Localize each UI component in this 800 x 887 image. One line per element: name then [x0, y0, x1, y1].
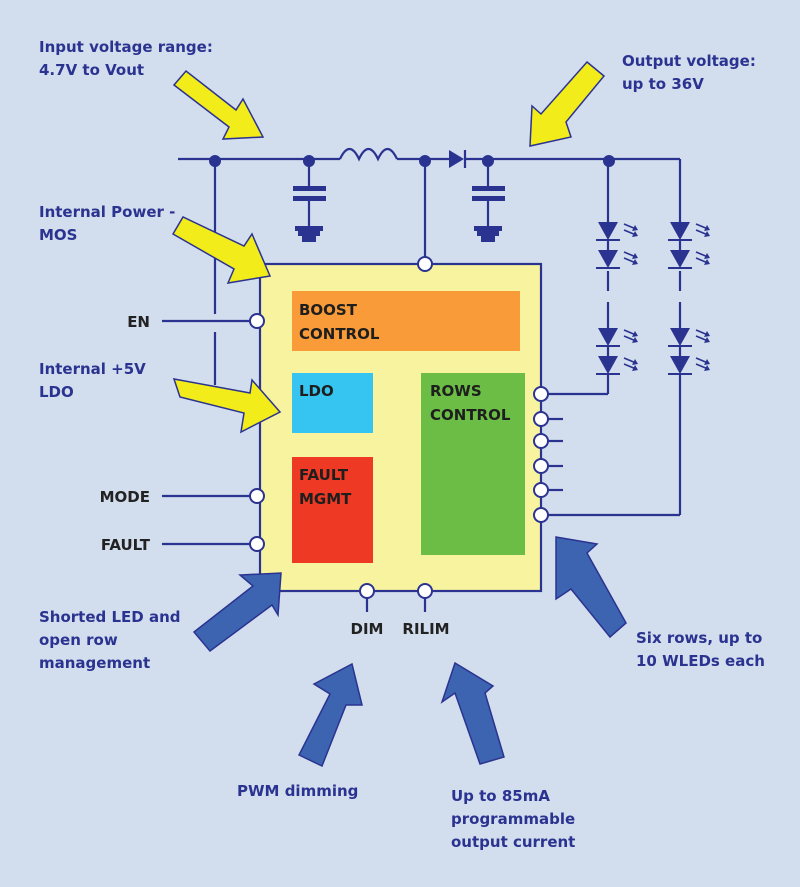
- svg-text:up to 36V: up to 36V: [622, 75, 704, 93]
- row-output-pin: [533, 507, 549, 523]
- rilim-pin-label: RILIM: [402, 620, 449, 638]
- led-icon: [596, 222, 638, 241]
- diode-icon: [449, 150, 464, 168]
- annotation-pwm-dimming: PWM dimming: [237, 782, 358, 800]
- boost-label-2: CONTROL: [299, 325, 380, 343]
- annotation-internal-ldo: Internal +5V LDO: [39, 360, 146, 401]
- led-icon: [596, 328, 638, 347]
- svg-text:open row: open row: [39, 631, 118, 649]
- output-current-arrow-icon: [440, 661, 505, 765]
- svg-text:Shorted LED and: Shorted LED and: [39, 608, 181, 626]
- annotation-shorted-led: Shorted LED and open row management: [39, 608, 181, 672]
- dim-pin-label: DIM: [351, 620, 384, 638]
- ground-icon: [474, 226, 502, 242]
- input-capacitor-icon: [293, 161, 326, 242]
- led-icon: [668, 328, 710, 347]
- row-output-pin: [533, 482, 549, 498]
- shorted-led-arrow-icon: [192, 572, 282, 653]
- annotation-output-voltage: Output voltage: up to 36V: [622, 52, 756, 93]
- en-pin: [249, 313, 265, 329]
- sw-pin: [417, 256, 433, 272]
- rows-label-2: CONTROL: [430, 406, 511, 424]
- svg-text:management: management: [39, 654, 150, 672]
- svg-text:Six rows, up to: Six rows, up to: [636, 629, 762, 647]
- pwm-dimming-arrow-icon: [297, 662, 363, 768]
- svg-text:10 WLEDs each: 10 WLEDs each: [636, 652, 765, 670]
- led-icon: [668, 222, 710, 241]
- rilim-pin: [417, 583, 433, 599]
- svg-text:programmable: programmable: [451, 810, 575, 828]
- junction-nodes: [209, 155, 615, 167]
- fault-mgmt-block: [292, 457, 373, 563]
- svg-text:Internal Power -: Internal Power -: [39, 203, 175, 221]
- fault-label-1: FAULT: [299, 466, 349, 484]
- six-rows-arrow-icon: [555, 536, 627, 639]
- svg-text:output current: output current: [451, 833, 575, 851]
- inductor-icon: [339, 147, 398, 162]
- led-icon: [596, 250, 638, 269]
- row-output-pin: [533, 386, 549, 402]
- led-icon: [668, 356, 710, 375]
- row-output-pin: [533, 411, 549, 427]
- annotation-six-rows: Six rows, up to 10 WLEDs each: [636, 629, 765, 670]
- dim-pin: [359, 583, 375, 599]
- svg-text:Up to 85mA: Up to 85mA: [451, 787, 550, 805]
- output-capacitor-icon: [472, 161, 505, 242]
- mode-pin-label: MODE: [100, 488, 150, 506]
- fault-pin-label: FAULT: [101, 536, 151, 554]
- row-output-pin: [533, 458, 549, 474]
- svg-text:MOS: MOS: [39, 226, 77, 244]
- svg-text:Input voltage range:: Input voltage range:: [39, 38, 213, 56]
- boost-control-block: [292, 291, 520, 351]
- mode-pin: [249, 488, 265, 504]
- en-pin-label: EN: [127, 313, 150, 331]
- row-output-pins: [533, 386, 563, 523]
- row-output-pin: [533, 433, 549, 449]
- led-icon: [596, 356, 638, 375]
- led-strings: [548, 215, 710, 517]
- led-string: [548, 215, 710, 517]
- output-voltage-arrow-icon: [529, 60, 606, 147]
- internal-power-arrow-icon: [171, 216, 272, 284]
- input-voltage-arrow-icon: [172, 69, 265, 140]
- annotation-output-current: Up to 85mA programmable output current: [451, 787, 575, 851]
- svg-text:Output voltage:: Output voltage:: [622, 52, 756, 70]
- rows-control-block: [421, 373, 525, 555]
- annotation-input-voltage: Input voltage range: 4.7V to Vout: [39, 38, 213, 79]
- rows-label-1: ROWS: [430, 382, 482, 400]
- ground-icon: [295, 226, 323, 242]
- ldo-label: LDO: [299, 382, 334, 400]
- internal-ldo-arrow-icon: [172, 378, 282, 434]
- svg-text:PWM dimming: PWM dimming: [237, 782, 358, 800]
- led-icon: [668, 250, 710, 269]
- led-string: [548, 215, 638, 396]
- fault-label-2: MGMT: [299, 490, 352, 508]
- svg-text:4.7V to Vout: 4.7V to Vout: [39, 61, 144, 79]
- boost-label-1: BOOST: [299, 301, 358, 319]
- annotation-internal-power: Internal Power - MOS: [39, 203, 175, 244]
- svg-text:LDO: LDO: [39, 383, 74, 401]
- svg-text:Internal +5V: Internal +5V: [39, 360, 146, 378]
- ldo-block: [292, 373, 373, 433]
- fault-pin: [249, 536, 265, 552]
